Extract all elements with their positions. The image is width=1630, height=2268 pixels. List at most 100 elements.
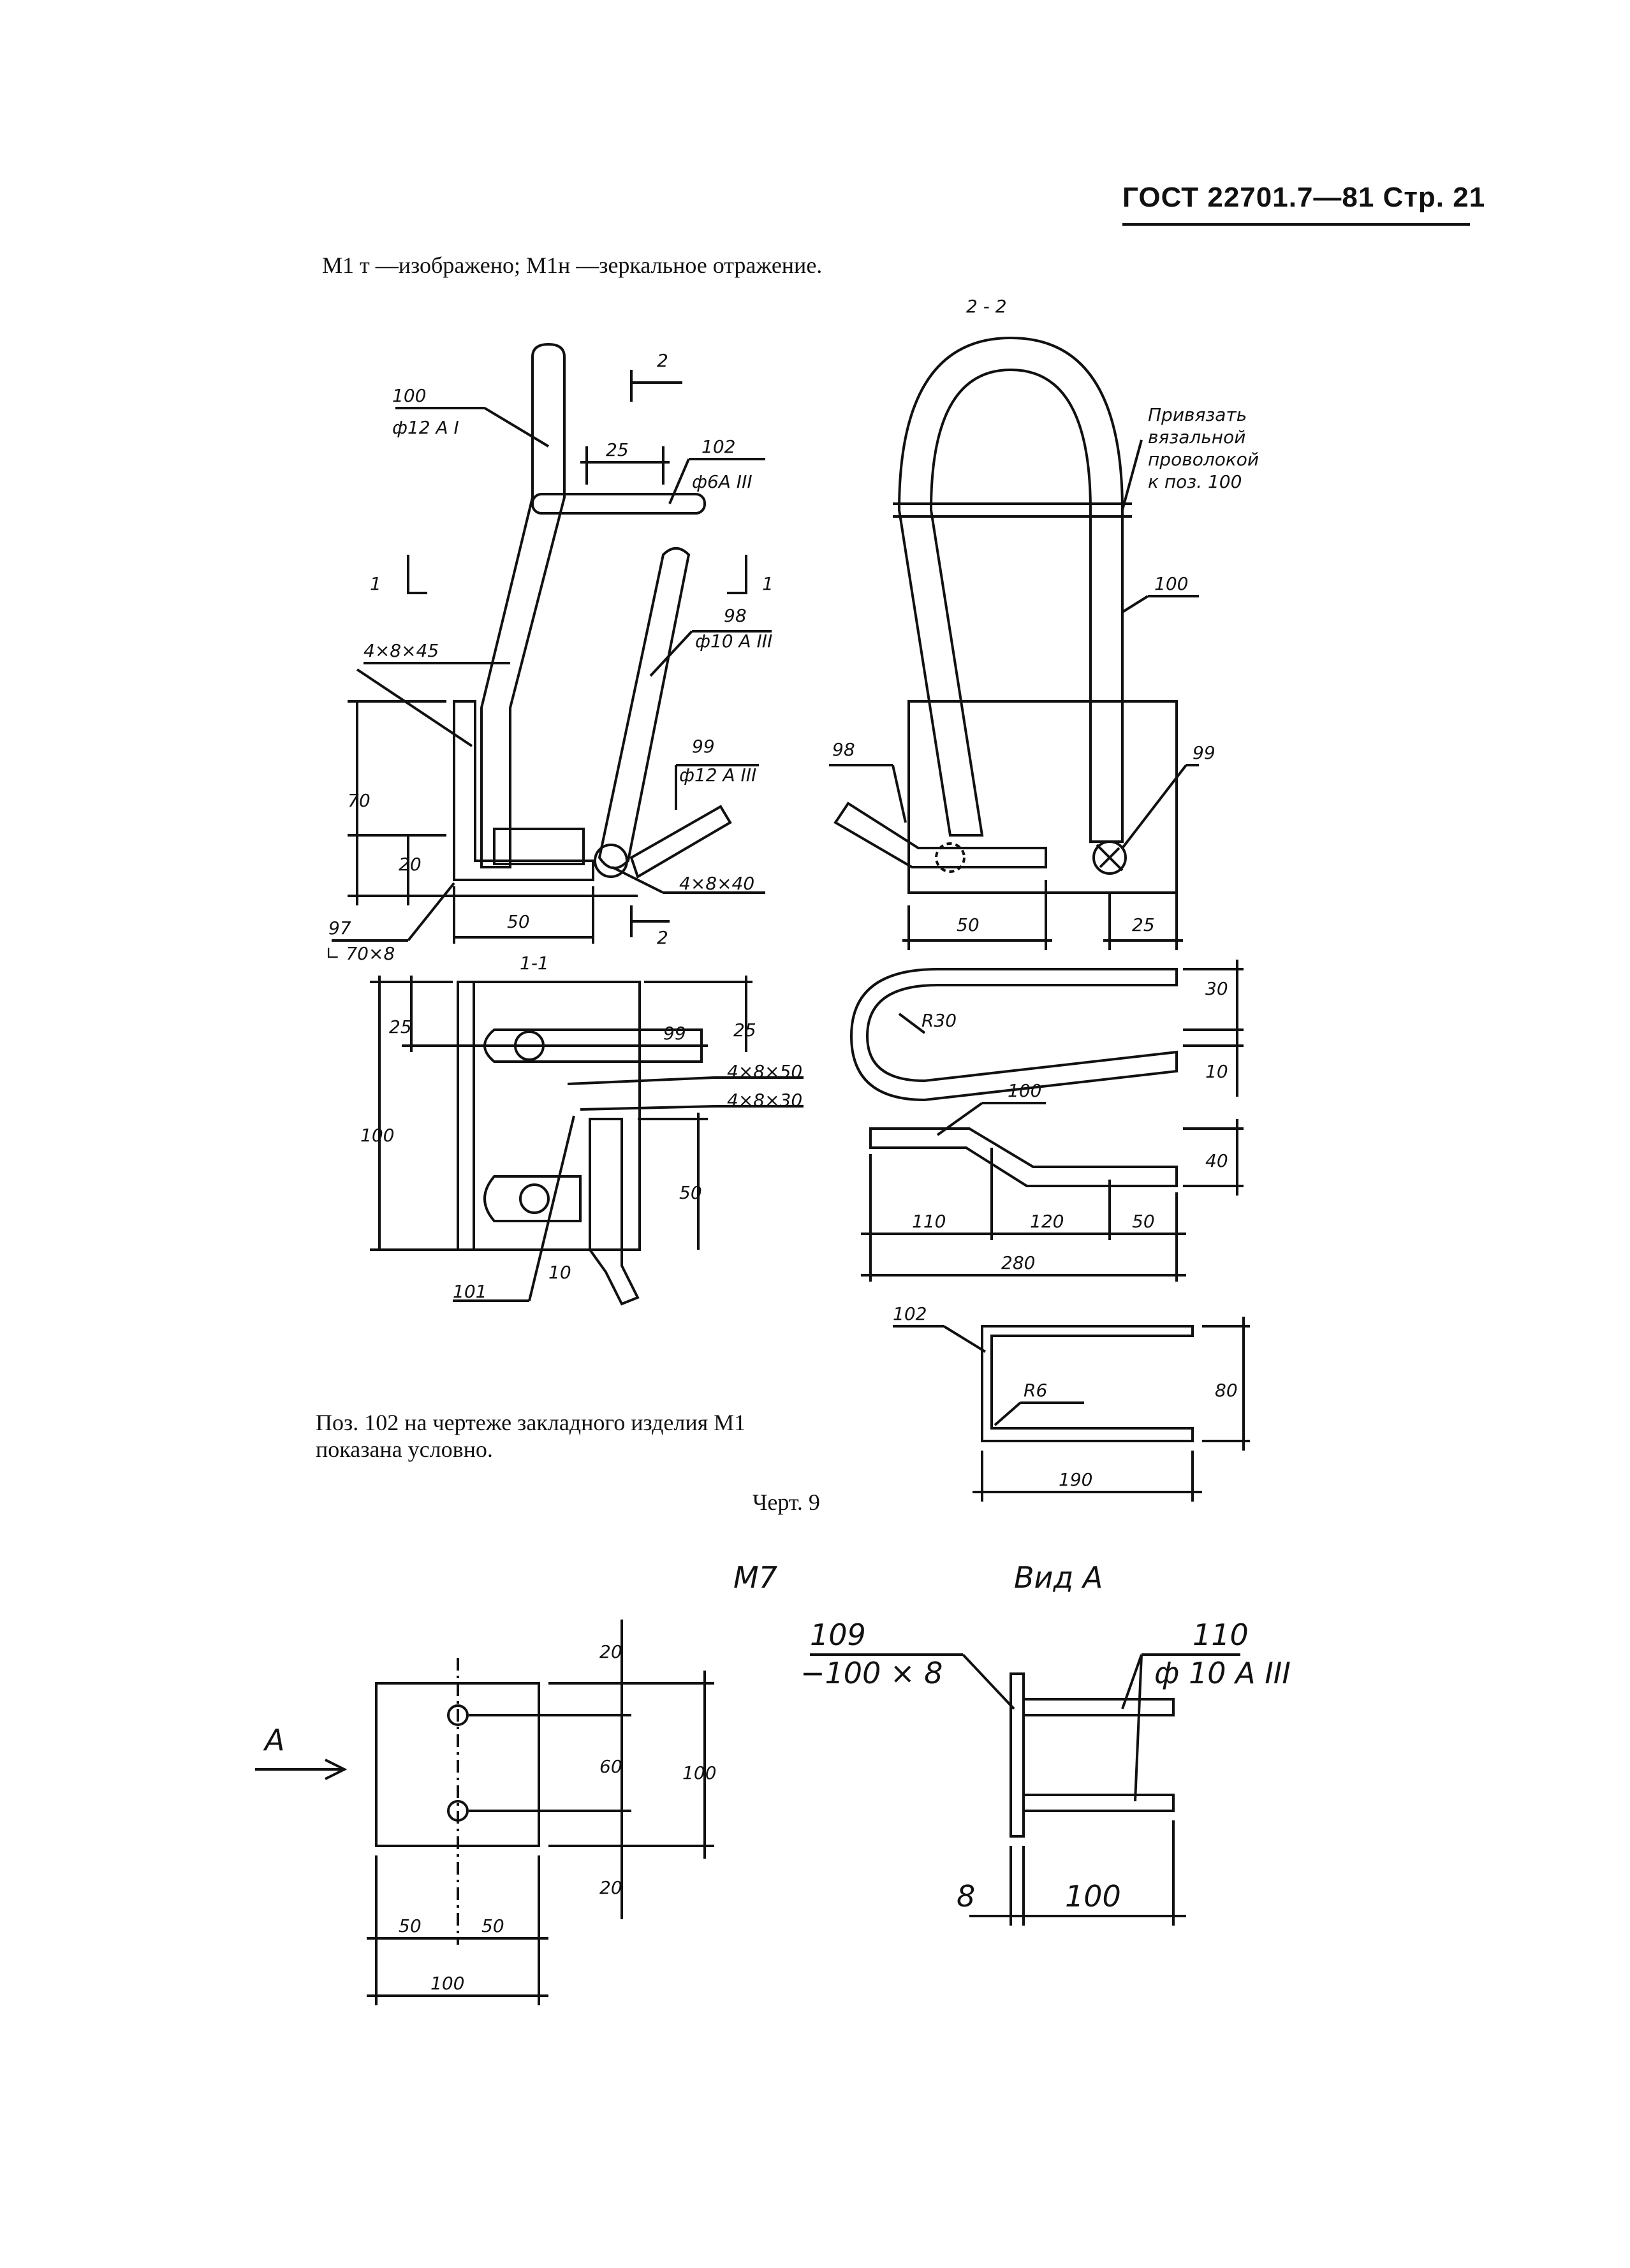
callout-97: 97 — [328, 918, 351, 939]
tie-note-1: Привязать — [1148, 404, 1247, 425]
dim-50-left: 50 — [399, 1915, 422, 1936]
elevation-view — [332, 342, 772, 944]
m7-title: M7 — [733, 1560, 777, 1595]
cut-label-2-bottom: 2 — [657, 927, 668, 948]
dim-30: 30 — [1205, 978, 1228, 999]
callout-100-spec: ф12 A I — [392, 417, 459, 438]
header-underline — [1122, 223, 1470, 226]
bar-98-plan — [589, 1118, 640, 1306]
radius-r30: R30 — [921, 1010, 957, 1031]
figure-note: Поз. 102 на чертеже закладного изделия M… — [316, 1410, 746, 1462]
intro-note: M1 т —изображено; M1н —зеркальное отраже… — [322, 252, 823, 278]
callout-102-u: 102 — [893, 1303, 927, 1324]
dim-50: 50 — [507, 911, 530, 932]
weld-4x8x40: 4×8×40 — [679, 873, 754, 894]
dim-50-1-1: 50 — [679, 1182, 702, 1203]
dim-8: 8 — [957, 1879, 975, 1913]
weld-4x8x45: 4×8×45 — [363, 640, 439, 661]
radius-r6: R6 — [1024, 1380, 1047, 1401]
dim-190: 190 — [1059, 1469, 1092, 1490]
dim-25-section: 25 — [1132, 914, 1155, 935]
dim-20-bottom: 20 — [599, 1877, 622, 1898]
cut-label-1-left: 1 — [370, 573, 381, 594]
m7-plan-view — [255, 1620, 714, 2005]
callout-109: 109 — [810, 1618, 866, 1652]
bar-99-detail — [849, 960, 1250, 1502]
bar-100 — [480, 342, 566, 868]
dim-20: 20 — [399, 854, 422, 875]
view-a-title: Вид A — [1014, 1560, 1103, 1595]
cut-label-1-right: 1 — [762, 573, 774, 594]
tie-note-2: вязальной — [1148, 427, 1245, 448]
callout-100-section: 100 — [1154, 573, 1188, 594]
dim-50-right: 50 — [481, 1915, 504, 1936]
page-header: ГОСТ 22701.7—81 Стр. 21 — [1122, 182, 1486, 213]
dim-50-section: 50 — [957, 914, 980, 935]
dim-10-hook: 10 — [1205, 1061, 1228, 1082]
view-a — [810, 1653, 1240, 1926]
bar-102-u — [981, 1325, 1194, 1442]
plate-109 — [1010, 1672, 1025, 1838]
callout-110-spec: ф 10 A III — [1154, 1656, 1291, 1690]
dim-25-1-1: 25 — [389, 1016, 412, 1037]
dim-40: 40 — [1205, 1150, 1228, 1171]
section-2-2-title: 2 - 2 — [966, 296, 1007, 317]
dim-20-top: 20 — [599, 1641, 622, 1662]
bar-99 — [629, 805, 732, 879]
callout-98-section: 98 — [832, 739, 855, 760]
dim-280: 280 — [1001, 1252, 1035, 1273]
dim-100-m7-v: 100 — [682, 1762, 716, 1783]
plate-102 — [493, 828, 585, 865]
callout-99-spec: ф12 A III — [679, 765, 756, 786]
section-1-1 — [370, 976, 804, 1306]
section-2-2 — [829, 336, 1199, 950]
bar-99-plan — [483, 1028, 703, 1063]
bar-98-section — [833, 801, 1047, 868]
arrow-a-label: A — [263, 1723, 284, 1757]
angle-97 — [453, 700, 594, 881]
callout-99: 99 — [692, 736, 715, 757]
callout-102-spec: ф6A III — [692, 471, 753, 492]
callout-102: 102 — [701, 436, 735, 457]
callout-97-spec: ∟ 70×8 — [325, 943, 395, 964]
plate-1-1 — [457, 981, 641, 1251]
bar-section — [594, 844, 628, 878]
bar-98 — [598, 547, 691, 870]
cut-label-2-top: 2 — [657, 350, 668, 371]
dim-25-right-1-1: 25 — [733, 1020, 756, 1041]
plate-section — [907, 700, 1178, 894]
dim-25: 25 — [606, 439, 629, 460]
bar-100-bend — [869, 1127, 1178, 1187]
callout-101: 101 — [453, 1281, 487, 1302]
bar-100-loop — [897, 336, 1124, 843]
dim-80: 80 — [1215, 1380, 1238, 1401]
bar-102 — [531, 493, 706, 515]
tie-note-3: проволокой — [1148, 449, 1259, 470]
callout-109-spec: −100 × 8 — [800, 1656, 943, 1690]
tie-note-4: к поз. 100 — [1148, 471, 1242, 492]
section-1-1-title: 1-1 — [520, 953, 549, 974]
callout-99-section: 99 — [1193, 742, 1215, 763]
callout-100-bend: 100 — [1008, 1080, 1041, 1101]
weld-4x8x50: 4×8×50 — [727, 1061, 802, 1082]
dim-60: 60 — [599, 1756, 622, 1777]
figure-caption: Черт. 9 — [753, 1489, 820, 1515]
bar-99-hook — [849, 968, 1178, 1102]
dim-110: 110 — [912, 1211, 946, 1232]
dim-100-view-a: 100 — [1065, 1879, 1121, 1913]
dim-10-1-1: 10 — [548, 1262, 571, 1283]
dim-100-1-1: 100 — [360, 1125, 394, 1146]
dim-120: 120 — [1030, 1211, 1064, 1232]
callout-98: 98 — [724, 605, 747, 626]
callout-110: 110 — [1193, 1618, 1249, 1652]
callout-98-spec: ф10 A III — [695, 631, 772, 652]
callout-99-1-1: 99 — [663, 1023, 686, 1044]
view-arrow — [255, 1759, 348, 1780]
dim-50-bend: 50 — [1132, 1211, 1155, 1232]
dim-70: 70 — [348, 790, 371, 811]
dim-100-m7-h: 100 — [430, 1973, 464, 1994]
callout-100: 100 — [392, 385, 426, 406]
weld-4x8x30: 4×8×30 — [727, 1090, 802, 1111]
bar-101-plan — [483, 1175, 582, 1222]
